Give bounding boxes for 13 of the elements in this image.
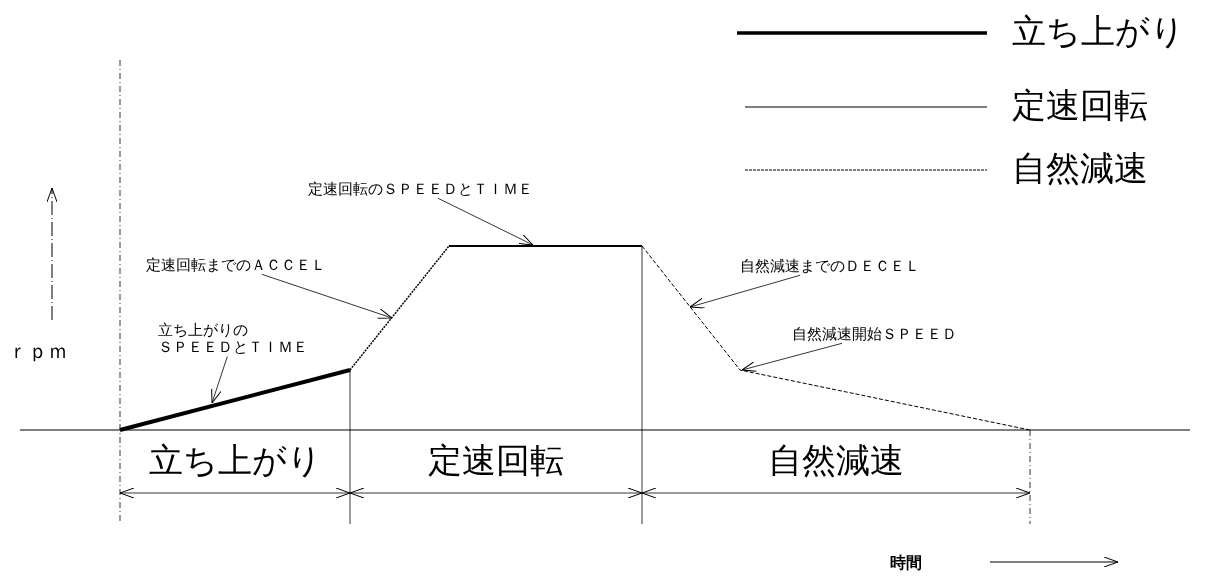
legend-label: 自然減速 <box>1012 149 1148 189</box>
annotation-text: 定速回転のＳＰＥＥＤとＴＩＭＥ <box>308 181 533 199</box>
phase-label: 立ち上がり <box>147 441 323 481</box>
legend-label: 立ち上がり <box>1012 12 1185 52</box>
phase-label: 自然減速 <box>767 441 905 481</box>
legend-label: 定速回転 <box>1012 86 1148 126</box>
annotation-text: 自然減速開始ＳＰＥＥＤ <box>792 326 957 344</box>
annotation-text: 自然減速までのＤＥＣＥＬ <box>740 258 920 276</box>
annotation-text: 定速回転までのＡＣＣＥＬ <box>146 257 326 275</box>
annotation-text: 立ち上がりのＳＰＥＥＤとＴＩＭＥ <box>158 322 308 357</box>
axis-label: ｒｐｍ <box>8 340 68 363</box>
phase-label: 定速回転 <box>427 441 565 481</box>
axis-label: 時間 <box>890 554 922 573</box>
